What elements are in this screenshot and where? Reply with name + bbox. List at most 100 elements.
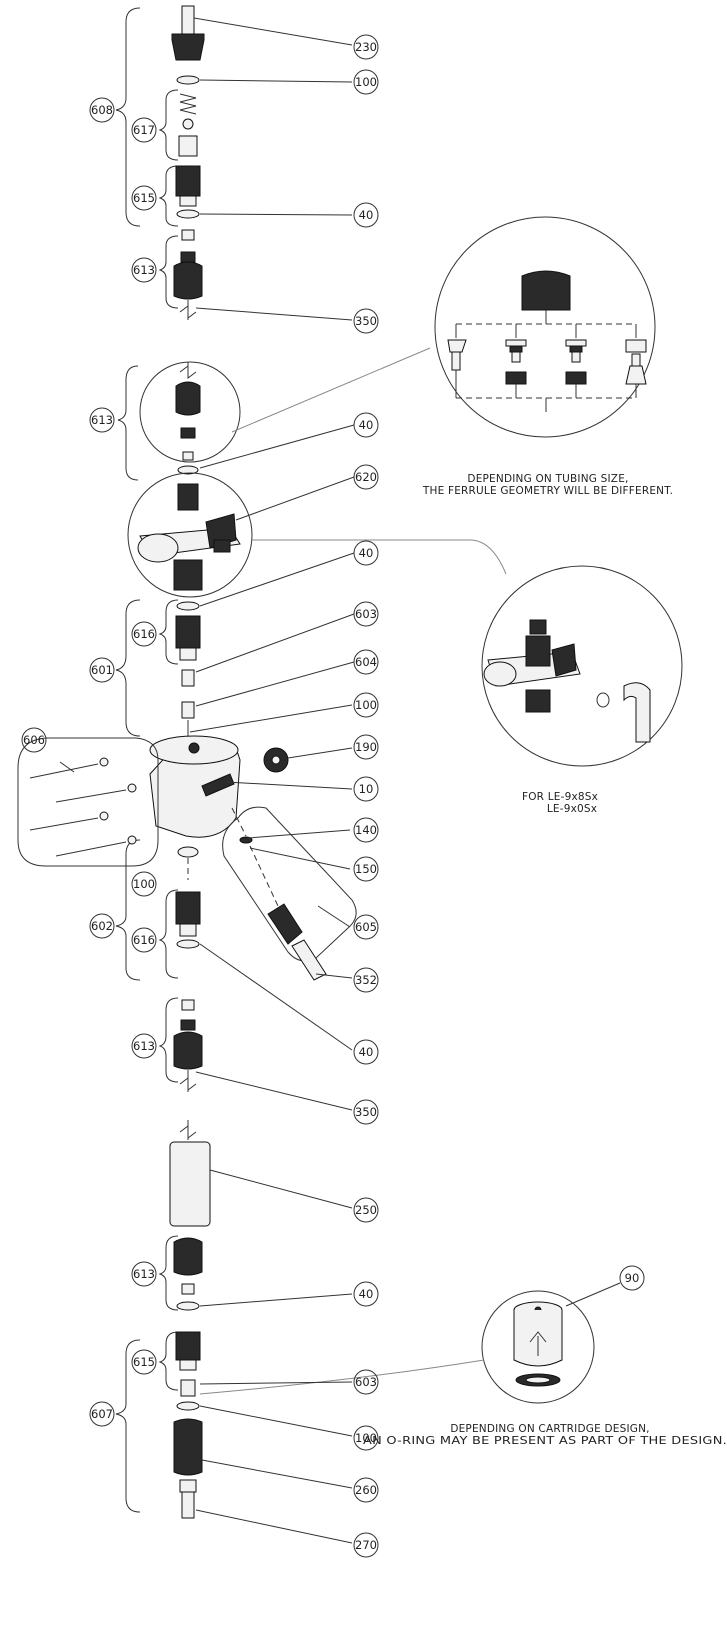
svg-text:40: 40 [359,1287,374,1301]
cartridge-note-line1: DEPENDING ON CARTRIDGE DESIGN, [450,1423,649,1435]
svg-text:617: 617 [133,123,155,137]
callout-100-b: 100 [353,692,379,718]
svg-text:352: 352 [355,973,377,987]
callout-603-a: 603 [353,601,379,627]
svg-text:100: 100 [133,877,155,891]
callout-190: 190 [353,734,379,760]
svg-text:140: 140 [355,823,377,837]
callout-605: 605 [353,914,379,940]
callout-613-c: 613 [131,1033,157,1059]
svg-text:606: 606 [23,733,45,747]
svg-text:613: 613 [133,1039,155,1053]
side-fitting-detail [222,806,357,981]
assembly-brackets [115,7,179,1513]
cartridge-detail [199,1290,595,1404]
svg-text:100: 100 [355,1431,377,1445]
callout-616-b: 616 [131,927,157,953]
callout-150: 150 [353,856,379,882]
svg-text:100: 100 [355,698,377,712]
svg-text:40: 40 [359,208,374,222]
top-parts [171,5,205,320]
callout-615-top: 615 [131,185,157,211]
svg-text:250: 250 [355,1203,377,1217]
svg-text:604: 604 [355,655,377,669]
callout-100-c: 100 [131,871,157,897]
svg-text:40: 40 [359,418,374,432]
svg-text:608: 608 [91,103,113,117]
callout-100-top: 100 [353,69,379,95]
callout-40-b: 40 [353,412,379,438]
callout-606: 606 [21,727,47,753]
callout-601: 601 [89,657,115,683]
cartridge-note-line2: AN O-RING MAY BE PRESENT AS PART OF THE … [363,1435,727,1447]
svg-text:150: 150 [355,862,377,876]
notes: DEPENDING ON TUBING SIZE, THE FERRULE GE… [363,473,727,1447]
svg-text:350: 350 [355,314,377,328]
svg-text:616: 616 [133,933,155,947]
svg-text:613: 613 [133,1267,155,1281]
callout-balloons: 230 100 608 617 615 40 613 350 613 40 62… [21,34,645,1558]
callout-602: 602 [89,913,115,939]
bolts-detail [17,737,159,867]
bolt-lines [29,757,137,857]
callout-90: 90 [619,1265,645,1291]
callout-270: 270 [353,1532,379,1558]
callout-603-b: 603 [353,1369,379,1395]
callout-140: 140 [353,817,379,843]
ferrule-note-line1: DEPENDING ON TUBING SIZE, [467,473,628,485]
svg-text:602: 602 [91,919,113,933]
callout-350-a: 350 [353,308,379,334]
callout-607: 607 [89,1401,115,1427]
models-note-line2: LE-9x0Sx [547,803,597,815]
callout-613-a: 613 [131,257,157,283]
callout-230: 230 [353,34,379,60]
svg-text:350: 350 [355,1105,377,1119]
svg-text:270: 270 [355,1538,377,1552]
callout-100-d: 100 [353,1425,379,1451]
callout-620: 620 [353,464,379,490]
callout-40-a: 40 [353,202,379,228]
callout-260: 260 [353,1477,379,1503]
svg-text:603: 603 [355,607,377,621]
svg-text:615: 615 [133,1355,155,1369]
svg-text:260: 260 [355,1483,377,1497]
svg-text:190: 190 [355,740,377,754]
callout-40-c: 40 [353,540,379,566]
ferrule-detail [231,216,656,438]
lower-parts [169,891,211,1519]
callout-350-b: 350 [353,1099,379,1125]
fitting-detail [127,361,253,598]
callout-10: 10 [353,776,379,802]
svg-text:10: 10 [359,782,374,796]
svg-text:605: 605 [355,920,377,934]
callout-250: 250 [353,1197,379,1223]
callout-616-a: 616 [131,621,157,647]
svg-text:230: 230 [355,40,377,54]
svg-text:613: 613 [133,263,155,277]
callout-608: 608 [89,97,115,123]
svg-text:100: 100 [355,75,377,89]
callout-352: 352 [353,967,379,993]
valve-detail [252,539,683,767]
callout-613-d: 613 [131,1261,157,1287]
callout-40-e: 40 [353,1281,379,1307]
leader-lines [59,17,621,1544]
svg-text:601: 601 [91,663,113,677]
callout-40-d: 40 [353,1039,379,1065]
callout-617: 617 [131,117,157,143]
middle-parts [149,601,289,880]
svg-text:40: 40 [359,546,374,560]
callout-604: 604 [353,649,379,675]
svg-text:620: 620 [355,470,377,484]
svg-text:40: 40 [359,1045,374,1059]
svg-text:613: 613 [91,413,113,427]
ferrule-note-line2: THE FERRULE GEOMETRY WILL BE DIFFERENT. [422,485,673,497]
svg-text:616: 616 [133,627,155,641]
svg-text:607: 607 [91,1407,113,1421]
svg-text:615: 615 [133,191,155,205]
svg-text:603: 603 [355,1375,377,1389]
svg-text:90: 90 [625,1271,640,1285]
callout-613-b: 613 [89,407,115,433]
callout-615-b: 615 [131,1349,157,1375]
